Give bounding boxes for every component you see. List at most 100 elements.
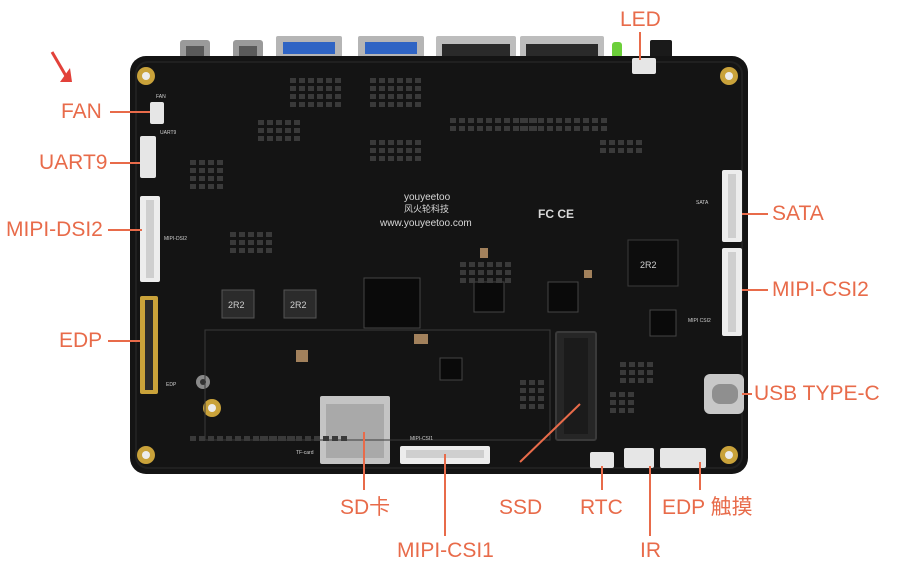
smd-pad bbox=[285, 136, 291, 141]
smd-pad bbox=[459, 126, 465, 131]
smd-pad bbox=[638, 370, 644, 375]
smd-pad bbox=[478, 278, 484, 283]
smd-pad bbox=[294, 120, 300, 125]
smd-pad bbox=[520, 388, 526, 393]
smd-pad bbox=[290, 102, 296, 107]
smd-pad bbox=[276, 128, 282, 133]
smd-pad bbox=[230, 232, 236, 237]
smd-pad bbox=[538, 388, 544, 393]
right-connectors bbox=[704, 170, 744, 414]
smd-pad bbox=[388, 102, 394, 107]
smd-pad bbox=[406, 102, 412, 107]
smd-pad bbox=[299, 102, 305, 107]
smd-pad bbox=[556, 118, 562, 123]
smd-pad bbox=[609, 140, 615, 145]
smd-pad bbox=[308, 102, 314, 107]
label-fan: FAN bbox=[61, 100, 102, 123]
label-mipi-dsi2: MIPI-DSI2 bbox=[6, 218, 103, 241]
smd-pad bbox=[239, 232, 245, 237]
brand-cn: 风火轮科技 bbox=[404, 203, 449, 214]
smd-pad bbox=[308, 78, 314, 83]
smd-pad bbox=[388, 86, 394, 91]
smd-pad bbox=[323, 436, 329, 441]
svg-text:UART9: UART9 bbox=[160, 130, 177, 136]
smd-pad bbox=[505, 270, 511, 275]
smd-pad bbox=[486, 126, 492, 131]
smd-pad bbox=[388, 156, 394, 161]
smd-pad bbox=[486, 118, 492, 123]
smd-pad bbox=[258, 120, 264, 125]
smd-pad bbox=[520, 118, 526, 123]
pointer-arrow-icon bbox=[50, 51, 72, 82]
smd-pad bbox=[477, 118, 483, 123]
smd-pad bbox=[388, 78, 394, 83]
smd-pad bbox=[335, 78, 341, 83]
smd-pad bbox=[276, 120, 282, 125]
smd-pad bbox=[248, 232, 254, 237]
smd-pad bbox=[529, 388, 535, 393]
smd-pad bbox=[478, 270, 484, 275]
smd-pad bbox=[379, 156, 385, 161]
smd-pad bbox=[619, 392, 625, 397]
smd-pad bbox=[460, 262, 466, 267]
smd-pad bbox=[505, 262, 511, 267]
smd-pad bbox=[299, 86, 305, 91]
smd-pad bbox=[415, 156, 421, 161]
smd-pad bbox=[308, 94, 314, 99]
smd-pad bbox=[547, 126, 553, 131]
smd-pad bbox=[397, 102, 403, 107]
smd-pad bbox=[208, 168, 214, 173]
smd-pad bbox=[258, 136, 264, 141]
smd-pad bbox=[450, 126, 456, 131]
smd-pad bbox=[305, 436, 311, 441]
smd-pad bbox=[529, 380, 535, 385]
svg-text:MIPI-DSI2: MIPI-DSI2 bbox=[164, 236, 187, 242]
smd-pad bbox=[529, 404, 535, 409]
smd-pad bbox=[610, 408, 616, 413]
smd-pad bbox=[406, 94, 412, 99]
smd-pad bbox=[253, 436, 259, 441]
smd-pad bbox=[636, 140, 642, 145]
smd-pad bbox=[230, 248, 236, 253]
smd-pad bbox=[415, 140, 421, 145]
label-edp-touch: EDP 触摸 bbox=[662, 496, 753, 519]
smd-pad bbox=[317, 102, 323, 107]
smd-pad bbox=[487, 262, 493, 267]
mounting-holes bbox=[137, 67, 738, 464]
smd-pad bbox=[513, 126, 519, 131]
smd-pad bbox=[629, 362, 635, 367]
smd-pad bbox=[326, 94, 332, 99]
smd-pad bbox=[538, 118, 544, 123]
smd-pad bbox=[450, 118, 456, 123]
svg-text:MIPI-CSI1: MIPI-CSI1 bbox=[410, 436, 433, 442]
smd-pad bbox=[388, 140, 394, 145]
smd-pad bbox=[629, 370, 635, 375]
label-edp: EDP bbox=[59, 329, 103, 352]
smd-pad bbox=[276, 136, 282, 141]
smd-pad bbox=[538, 380, 544, 385]
smd-pad bbox=[290, 86, 296, 91]
smd-pad bbox=[230, 240, 236, 245]
smd-pad bbox=[415, 94, 421, 99]
label-ir: IR bbox=[640, 539, 661, 562]
smd-pad bbox=[601, 118, 607, 123]
smd-pad bbox=[600, 140, 606, 145]
smd-pad bbox=[592, 118, 598, 123]
smd-pad bbox=[647, 362, 653, 367]
smd-pad bbox=[208, 436, 214, 441]
component-pads bbox=[190, 78, 653, 441]
smd-pad bbox=[610, 400, 616, 405]
smd-pad bbox=[299, 94, 305, 99]
smd-pad bbox=[397, 140, 403, 145]
smd-pad bbox=[239, 248, 245, 253]
smd-pad bbox=[379, 86, 385, 91]
smd-pad bbox=[583, 126, 589, 131]
smd-pad bbox=[278, 436, 284, 441]
smd-pad bbox=[388, 148, 394, 153]
smd-pad bbox=[217, 160, 223, 165]
smd-pad bbox=[478, 262, 484, 267]
label-sata: SATA bbox=[772, 202, 824, 225]
smd-pad bbox=[619, 408, 625, 413]
smd-pad bbox=[529, 118, 535, 123]
